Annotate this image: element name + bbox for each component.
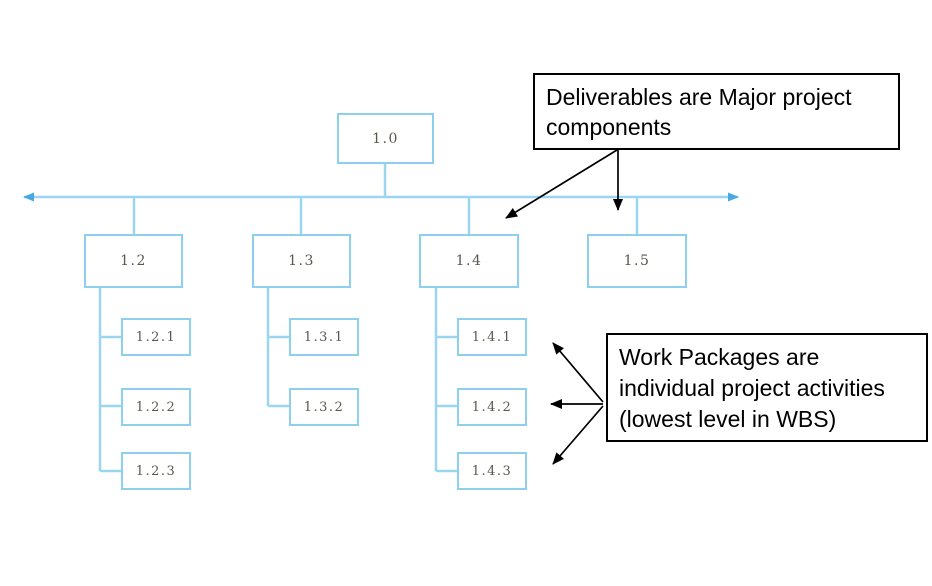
wbs-node-1-4-2: 1.4.2: [457, 388, 527, 426]
wbs-node-1-3-1: 1.3.1: [289, 318, 359, 356]
wbs-node-1-3-2: 1.3.2: [289, 388, 359, 426]
wbs-node-label: 1.3.1: [303, 329, 345, 345]
wbs-node-1-5: 1.5: [587, 234, 687, 288]
workpackages-arrow-to-1-4-1: [552, 342, 604, 403]
wbs-node-1-2: 1.2: [84, 234, 183, 288]
deliverables-arrow-to-1-4: [505, 149, 618, 219]
deliverables-note-line-2: components: [546, 114, 672, 140]
spine-1-3: [266, 288, 289, 408]
wbs-node-label: 1.4.2: [471, 399, 513, 415]
wbs-node-label: 1.2.1: [135, 329, 177, 345]
spine-1-2: [98, 288, 121, 473]
wbs-node-1-2-1: 1.2.1: [121, 318, 191, 356]
spine-1-4: [434, 288, 457, 473]
wbs-node-label: 1.2: [120, 253, 147, 269]
wbs-node-1-3: 1.3: [252, 234, 351, 288]
wbs-node-1-4-3: 1.4.3: [457, 452, 527, 490]
work-packages-note-line-1: Work Packages are: [619, 344, 820, 370]
wbs-node-label: 1.3: [288, 253, 315, 269]
wbs-node-1-4: 1.4: [419, 234, 519, 288]
wbs-node-1-0: 1.0: [337, 113, 434, 164]
work-packages-note-line-3: (lowest level in WBS): [619, 406, 837, 432]
wbs-node-label: 1.2.2: [135, 399, 177, 415]
workpackages-arrow-to-1-4-3: [552, 405, 604, 465]
deliverables-note: Deliverables are Major project component…: [533, 73, 900, 150]
deliverables-note-line-1: Deliverables are Major project: [546, 84, 852, 110]
wbs-node-label: 1.4.3: [471, 463, 513, 479]
work-packages-note: Work Packages are individual project act…: [606, 333, 928, 442]
wbs-node-label: 1.3.2: [303, 399, 345, 415]
wbs-node-label: 1.4.1: [471, 329, 513, 345]
wbs-node-label: 1.2.3: [135, 463, 177, 479]
wbs-node-label: 1.0: [372, 130, 399, 147]
wbs-node-label: 1.5: [623, 253, 651, 269]
wbs-node-label: 1.4: [455, 253, 483, 269]
wbs-node-1-4-1: 1.4.1: [457, 318, 527, 356]
wbs-node-1-2-3: 1.2.3: [121, 452, 191, 490]
work-packages-note-line-2: individual project activities: [619, 375, 885, 401]
wbs-node-1-2-2: 1.2.2: [121, 388, 191, 426]
